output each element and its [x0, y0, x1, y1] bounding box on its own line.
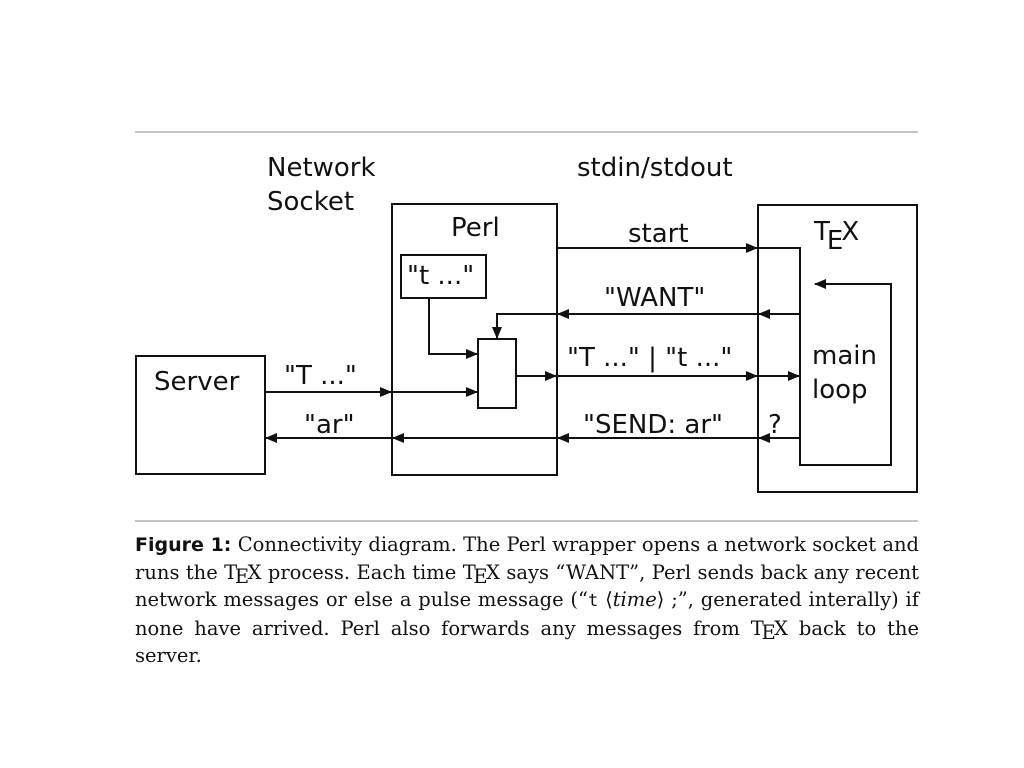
- caption-text-2: process. Each time: [261, 561, 463, 584]
- send-label: "SEND: ar": [583, 410, 723, 440]
- main-loop-label-line1: main: [812, 341, 877, 371]
- start-label: start: [628, 219, 689, 249]
- time-open-bracket: ⟨: [598, 588, 613, 611]
- stdin-stdout-label: stdin/stdout: [577, 153, 733, 183]
- server-box: [135, 355, 266, 475]
- perl-label: Perl: [451, 213, 500, 243]
- time-close-bracket: ⟩: [656, 588, 665, 611]
- figure-caption: Figure 1: Connectivity diagram. The Perl…: [135, 531, 919, 669]
- network-socket-label-line1: Network: [267, 153, 376, 183]
- pulse-box: [400, 254, 487, 299]
- pulse-code: t: [588, 591, 599, 611]
- network-socket-label-line2: Socket: [267, 187, 354, 217]
- caption-text-5: back to the server.: [135, 617, 919, 667]
- caption-text-1: Connectivity diagram. The Perl wrapper o…: [135, 533, 920, 584]
- pulse-label: "t ...": [407, 261, 474, 291]
- tex-logo-inline-2: TEX: [462, 561, 500, 589]
- messages-label: "T ..." | "t ...": [567, 343, 732, 373]
- merge-box: [477, 338, 517, 409]
- tex-box: [757, 204, 918, 493]
- want-label: "WANT": [604, 283, 705, 313]
- tex-logo-inline-1: TEX: [224, 561, 262, 589]
- tex-logo-inline-3: TEX: [750, 617, 789, 645]
- perl-to-server-label: "ar": [304, 410, 355, 440]
- figure-label: Figure 1:: [135, 534, 232, 556]
- perl-box: [391, 203, 558, 476]
- caption-text-3: says “WANT”, Perl sends back any recent …: [135, 561, 919, 611]
- caption-text-4: ;”, generated interally) if none have ar…: [135, 588, 919, 640]
- question-mark-label: ?: [768, 410, 782, 440]
- main-loop-inner-wire: [758, 247, 892, 466]
- main-loop-label-line2: loop: [812, 375, 868, 405]
- time-word: time: [612, 588, 657, 611]
- want-to-merge-wire: [492, 313, 557, 339]
- tex-logo: TEX: [813, 217, 859, 256]
- server-to-perl-label: "T ...": [284, 361, 357, 391]
- server-label: Server: [154, 367, 240, 397]
- pulse-to-merge-wire: [428, 298, 478, 359]
